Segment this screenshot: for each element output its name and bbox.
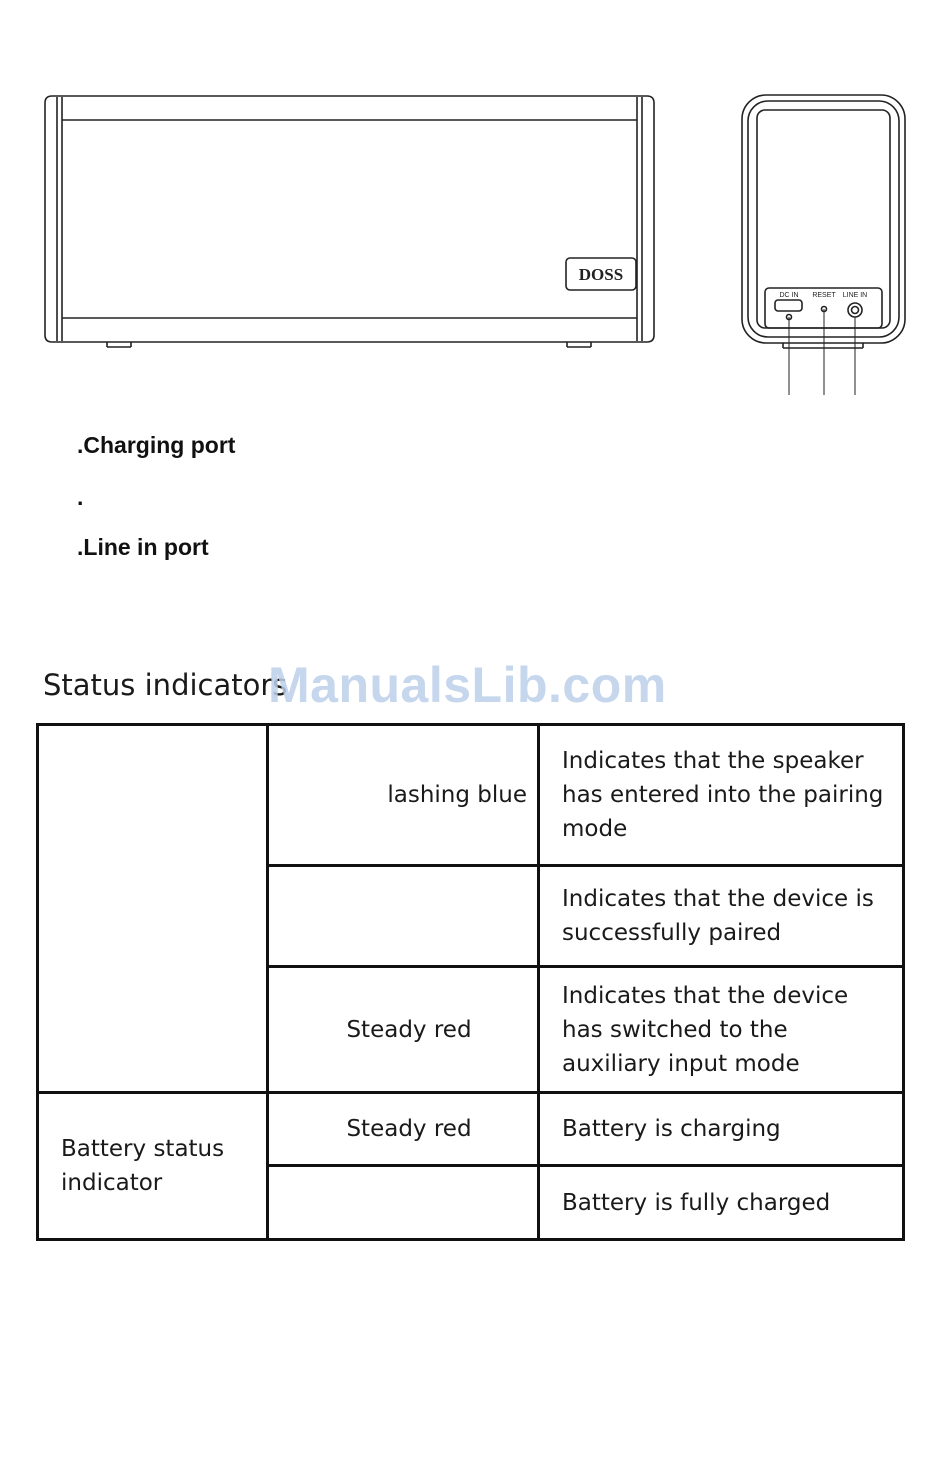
status-cell: Steady red [266,965,540,1094]
status-cell: lashing blue [266,723,540,867]
table-row: lashing blue Indicates that the speaker … [36,723,905,1094]
group-cell-battery: Battery status indicator [36,1091,269,1241]
speaker-diagram: DOSS DC IN RESET LINE IN [44,94,906,395]
status-cell [266,864,540,968]
section-title: Status indicators [43,668,288,702]
port-item-line-in: .Line in port [77,534,209,560]
line-in-label: LINE IN [843,292,868,299]
meaning-cell: Battery is charging [537,1091,905,1167]
speaker-side-view [741,94,906,395]
dc-in-label: DC IN [779,292,798,299]
port-item-reset: . [77,484,84,510]
status-cell [266,1164,540,1241]
reset-label: RESET [812,292,836,299]
port-item-charging: .Charging port [77,432,236,458]
group-cell-connection [36,723,269,1094]
speaker-front-view [44,95,655,348]
table-row: Steady red Indicates that the device has… [38,965,905,1094]
table-row: Battery status indicator Steady red Batt… [36,1091,905,1241]
meaning-cell: Indicates that the speaker has entered i… [537,723,905,867]
table-row: Indicates that the device is successfull… [38,864,905,968]
meaning-cell: Indicates that the device is successfull… [537,864,905,968]
brand-logo: DOSS [579,265,623,284]
meaning-cell: Indicates that the device has switched t… [537,965,905,1094]
status-table: lashing blue Indicates that the speaker … [36,723,905,1241]
table-row: Battery is fully charged [38,1164,905,1241]
watermark: ManualsLib.com [268,657,667,713]
meaning-cell: Battery is fully charged [537,1164,905,1241]
status-cell: Steady red [266,1091,540,1167]
